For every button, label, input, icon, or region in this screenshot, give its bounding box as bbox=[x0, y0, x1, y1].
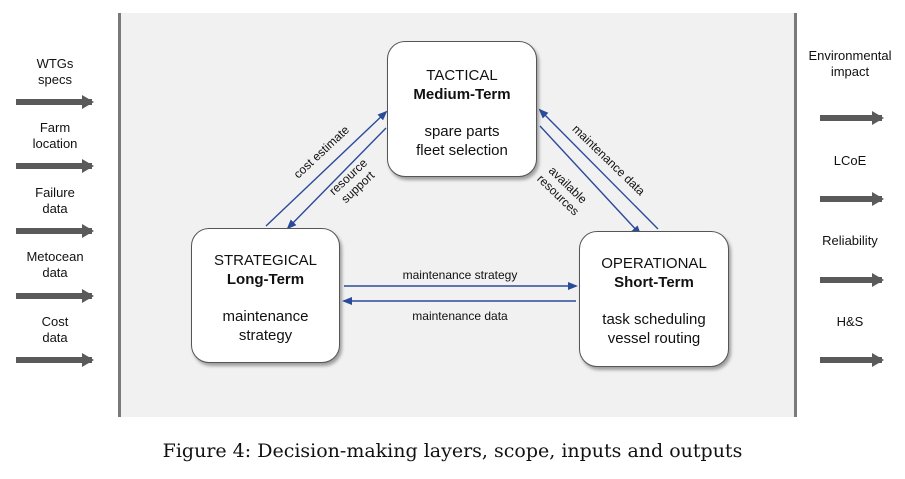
layer-description: task scheduling vessel routing bbox=[602, 311, 706, 347]
arrow-available-resources bbox=[539, 125, 642, 236]
input-label: Cost data bbox=[41, 314, 69, 345]
input-label: WTGs specs bbox=[36, 56, 74, 87]
arrow-cost-estimate bbox=[265, 110, 388, 227]
layer-description: maintenance strategy bbox=[222, 308, 309, 344]
tactical-layer-box: TACTICAL Medium-Term spare parts fleet s… bbox=[387, 41, 537, 177]
figure-caption: Figure 4: Decision-making layers, scope,… bbox=[162, 440, 743, 462]
strategical-layer-box: STRATEGICAL Long-Term maintenance strate… bbox=[191, 228, 340, 363]
flow-label-maintenance-strategy: maintenance strategy bbox=[402, 268, 518, 282]
arrow-resource-support bbox=[286, 127, 387, 230]
layer-description: spare parts fleet selection bbox=[416, 123, 508, 159]
layer-title: STRATEGICAL bbox=[213, 252, 318, 269]
arrow-maintenance-data-tactical bbox=[538, 108, 659, 230]
output-label: Environmental impact bbox=[808, 48, 892, 79]
flow-label-maintenance-data-strategical: maintenance data bbox=[412, 309, 508, 323]
layer-scope: Long-Term bbox=[226, 271, 305, 288]
layer-scope: Short-Term bbox=[614, 274, 694, 291]
output-label: LCoE bbox=[833, 153, 867, 168]
input-label: Metocean data bbox=[26, 249, 84, 280]
input-label: Failure data bbox=[35, 185, 75, 216]
layer-title: TACTICAL bbox=[426, 67, 498, 84]
layer-scope: Medium-Term bbox=[413, 86, 511, 103]
operational-layer-box: OPERATIONAL Short-Term task scheduling v… bbox=[579, 231, 729, 367]
output-label: H&S bbox=[836, 314, 864, 329]
layer-title: OPERATIONAL bbox=[601, 255, 707, 272]
input-label: Farm location bbox=[32, 120, 78, 151]
output-label: Reliability bbox=[822, 233, 878, 248]
